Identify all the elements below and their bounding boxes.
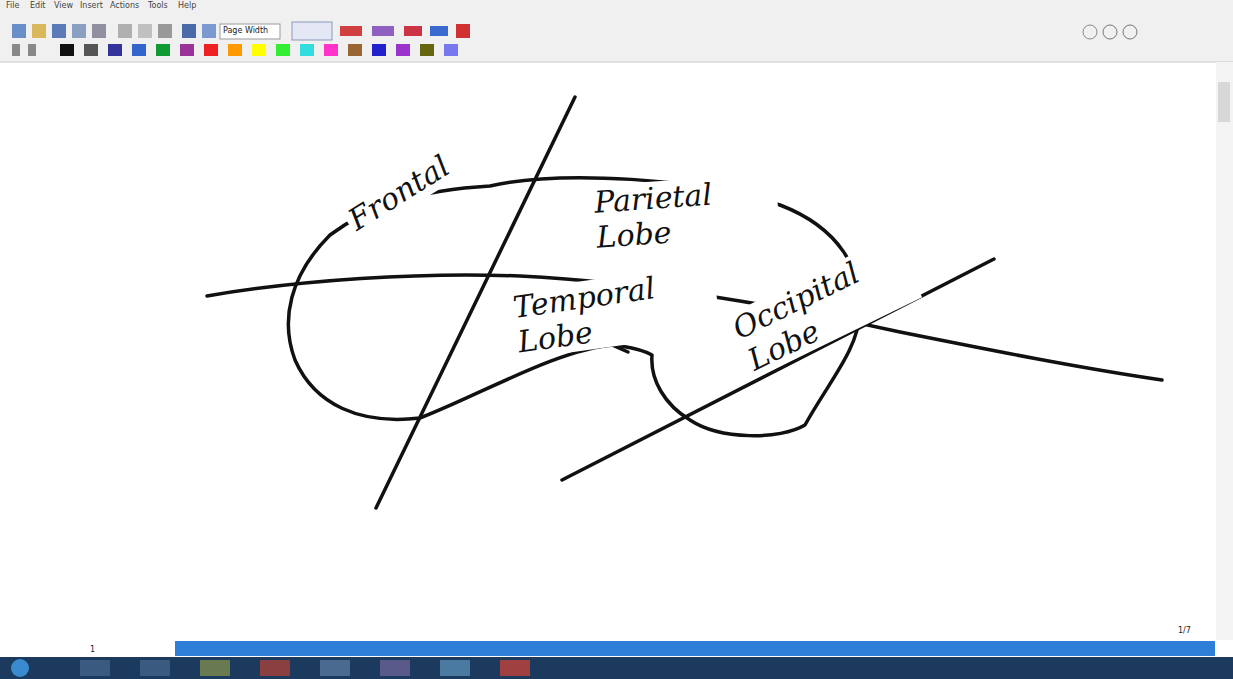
zoom-dropdown: Page Width [223,26,268,35]
toolbar-ground [0,0,1233,62]
menu-item: Actions [110,1,139,10]
menu-item: File [6,1,19,10]
lobe-label: Occipital Lobe [722,235,922,380]
scroll-thumb [1218,82,1230,122]
color-palette [12,44,458,56]
menu-item: Edit [30,1,46,10]
brain-sketch [207,97,1162,508]
menu-item: Insert [80,1,103,10]
lobe-label: Frontal [340,147,458,239]
scrollbar [1216,62,1233,640]
page-bar [175,641,1215,656]
page-count: 1/7 [1178,626,1191,635]
menu-item: Help [178,1,196,10]
taskbar [0,657,1233,679]
toolbar-border [0,62,1233,63]
page-number: 1 [90,645,95,654]
menu-item: Tools [148,1,168,10]
menu-item: View [54,1,73,10]
taskbar-icons [11,659,530,677]
lobe-label: Parietal Lobe [590,173,780,255]
toolbar-icons [12,22,1137,40]
